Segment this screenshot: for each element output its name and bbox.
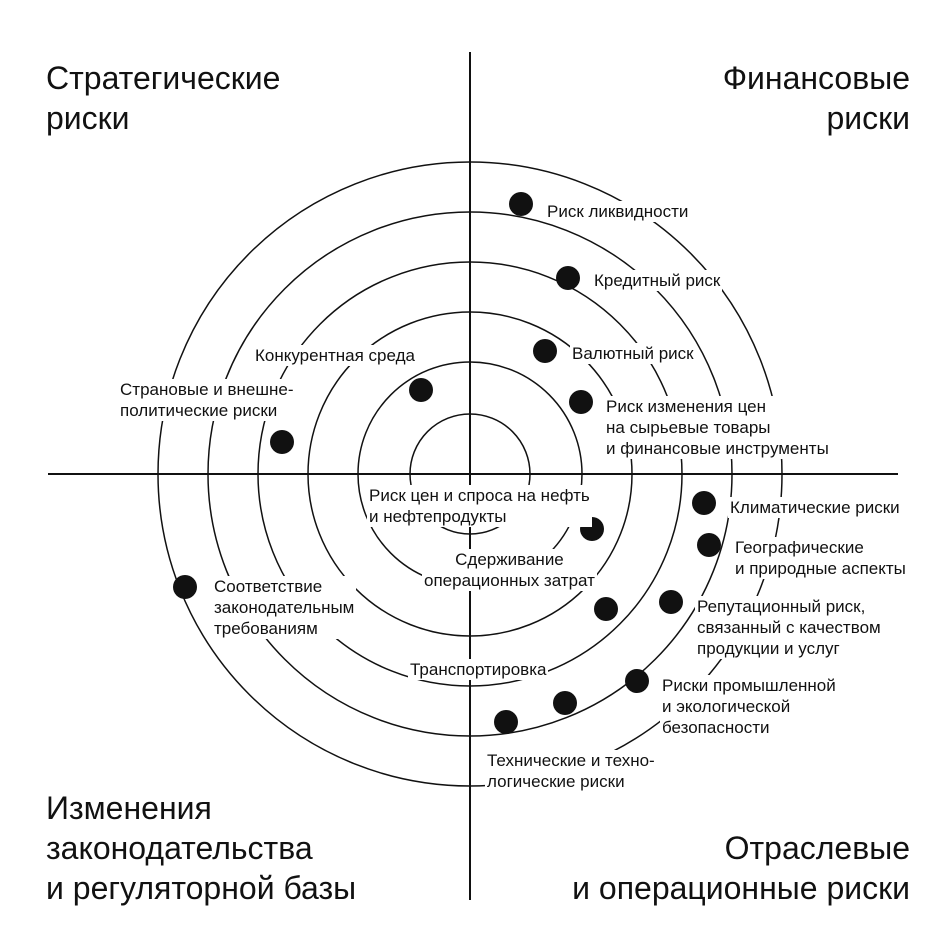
- label-credit-risk: Кредитный риск: [592, 270, 723, 291]
- marker-tech-2: [494, 710, 518, 734]
- label-tech-risk: Технические и техно- логические риски: [485, 750, 657, 792]
- marker-climate: [692, 491, 716, 515]
- quadrant-title-operational: Отраслевые и операционные риски: [572, 830, 910, 906]
- ring-5: [207, 211, 733, 737]
- label-compliance: Соответствие законодательным требованиям: [212, 576, 357, 639]
- marker-safety: [625, 669, 649, 693]
- marker-commodity: [569, 390, 593, 414]
- marker-tech-1: [553, 691, 577, 715]
- marker-currency: [533, 339, 557, 363]
- quadrant-title-regulatory: Изменения законодательства и регуляторно…: [46, 790, 357, 906]
- marker-liquidity: [509, 192, 533, 216]
- marker-reputation: [659, 590, 683, 614]
- label-reputation-risk: Репутационный риск, связанный с качество…: [695, 596, 883, 659]
- axes: [48, 52, 898, 900]
- label-currency-risk: Валютный риск: [570, 343, 696, 364]
- quadrant-title-financial: Финансовые риски: [722, 60, 910, 136]
- label-country-risk: Страновые и внешне- политические риски: [118, 379, 296, 421]
- ring-3: [307, 311, 633, 637]
- marker-compliance: [173, 575, 197, 599]
- marker-credit: [556, 266, 580, 290]
- label-transport: Транспортировка: [408, 659, 549, 680]
- label-commodity-risk: Риск изменения цен на сырьевые товары и …: [604, 396, 831, 459]
- marker-country: [270, 430, 294, 454]
- label-opex: Сдерживание операционных затрат: [422, 549, 597, 591]
- ring-6: [157, 161, 783, 787]
- risk-markers: [173, 192, 721, 734]
- label-climate-risk: Климатические риски: [728, 497, 902, 518]
- label-oil-price-risk: Риск цен и спроса на нефть и нефтепродук…: [367, 485, 592, 527]
- label-geo-risk: Географические и природные аспекты: [733, 537, 908, 579]
- label-safety-risk: Риски промышленной и экологической безоп…: [660, 675, 838, 738]
- ring-4: [257, 261, 683, 687]
- label-liquidity-risk: Риск ликвидности: [545, 201, 691, 222]
- marker-competition: [409, 378, 433, 402]
- marker-opex: [594, 597, 618, 621]
- marker-geo: [697, 533, 721, 557]
- label-competition: Конкурентная среда: [253, 345, 417, 366]
- ring-1: [409, 413, 531, 535]
- quadrant-title-strategic: Стратегические риски: [46, 60, 281, 136]
